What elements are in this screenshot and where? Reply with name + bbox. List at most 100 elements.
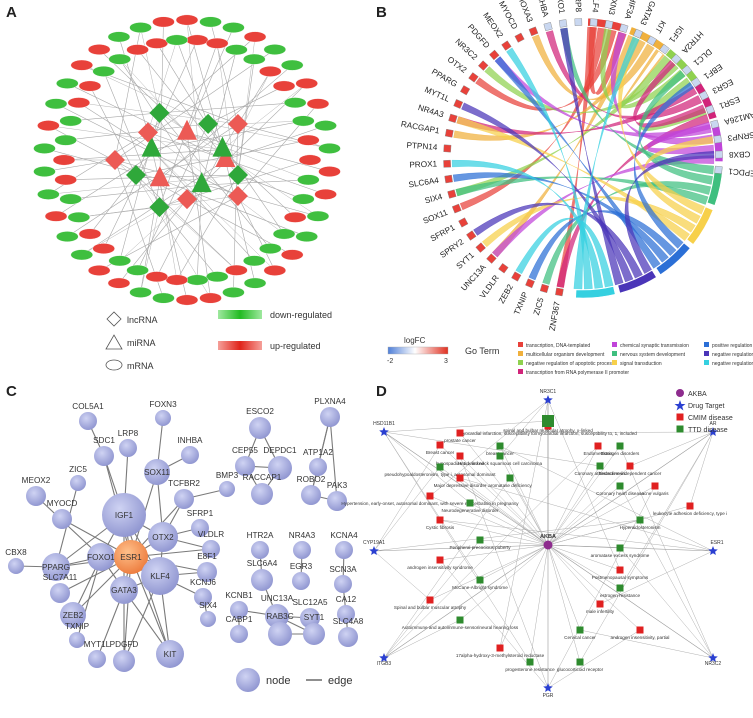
network-edge xyxy=(140,27,160,113)
ppi-node-label: NR4A3 xyxy=(289,531,316,540)
target-disease-edge xyxy=(383,619,461,659)
mrna-legend-label: mRNA xyxy=(127,361,154,371)
ttd-disease-node xyxy=(616,442,624,450)
panel-d-nodes: myocardial infarction, susceptibility to… xyxy=(341,389,727,699)
target-disease-edge xyxy=(547,629,641,689)
network-edge xyxy=(159,179,178,281)
panel-d-edges xyxy=(373,399,714,689)
ppi-node-label: KCNJ6 xyxy=(190,578,216,587)
ppi-node-syt1 xyxy=(303,623,325,645)
mrna-node xyxy=(185,34,209,46)
ppi-node-cbx8 xyxy=(8,558,24,574)
go-term-label: Go Term xyxy=(465,346,499,356)
go-term-arc xyxy=(655,242,691,276)
ppi-node-pparg xyxy=(42,553,70,581)
ppi-node-otx2 xyxy=(148,522,178,552)
lncrna-node xyxy=(227,113,248,134)
network-edge xyxy=(222,149,296,218)
mrna-node xyxy=(205,37,229,49)
mrna-node xyxy=(129,287,152,298)
ppi-node-myocd xyxy=(52,509,72,529)
gene-label: KIT xyxy=(653,19,667,35)
target-disease-edge xyxy=(547,519,641,546)
network-edge xyxy=(147,39,178,133)
ppi-node-label: KCNA4 xyxy=(330,531,358,540)
ppi-node-kcnb1 xyxy=(230,601,248,619)
network-edge xyxy=(201,179,309,186)
mrna-node xyxy=(175,294,199,306)
network-edge xyxy=(119,112,160,261)
logfc-cell xyxy=(705,104,715,115)
target-disease-edge xyxy=(547,465,601,546)
go-term-legend-label: transcription from RNA polymerase II pro… xyxy=(526,370,629,376)
up-regulated-swatch xyxy=(218,341,262,350)
mrna-node xyxy=(92,66,115,77)
gene-label: SIX4 xyxy=(424,192,444,206)
cmim-legend-label: CMIM disease xyxy=(688,415,733,422)
panel-a-letter: A xyxy=(6,4,17,21)
panel-a-mrna-ring xyxy=(33,14,341,306)
lncrna-node xyxy=(149,102,170,123)
go-term-swatch xyxy=(704,360,709,365)
mrna-node xyxy=(259,243,282,254)
target-disease-edge xyxy=(547,399,621,571)
target-disease-edge xyxy=(429,399,549,497)
disease-label: Major depressive disorder xyxy=(434,483,487,488)
network-edge xyxy=(147,132,285,235)
lncrna-node xyxy=(126,164,147,185)
disease-label: Endometriosis xyxy=(583,451,613,456)
ppi-node-label: SLC4A8 xyxy=(333,617,364,626)
logfc-cell xyxy=(448,113,458,123)
gene-label: PTPN14 xyxy=(406,141,438,152)
target-disease-edge xyxy=(439,519,549,546)
up-regulated-label: up-regulated xyxy=(270,341,321,351)
target-disease-edge xyxy=(469,502,549,546)
mrna-node xyxy=(199,292,222,304)
disease-label: glucocorticoid receptor xyxy=(557,667,604,672)
mrna-node xyxy=(185,274,209,286)
mrna-node xyxy=(297,134,320,146)
network-edge xyxy=(48,174,239,195)
ppi-node-sfrp1 xyxy=(191,519,209,537)
cmim-disease-node xyxy=(636,626,644,634)
logfc-cell xyxy=(604,20,614,29)
ppi-node-label: SDC1 xyxy=(93,436,115,445)
gene-label: FAM126A xyxy=(723,109,753,127)
disease-label: Coronary atherosclerosis xyxy=(574,471,626,476)
network-edge xyxy=(222,83,307,150)
logfc-cell xyxy=(511,271,522,282)
ttd-disease-node xyxy=(596,462,604,470)
disease-label: Spinal and bulbar muscular atrophy xyxy=(394,605,467,610)
target-disease-edge xyxy=(579,431,714,663)
target-disease-edge xyxy=(439,444,549,546)
lncrna-node xyxy=(105,150,125,170)
ppi-node-label: KLF4 xyxy=(150,572,170,581)
logfc-cell xyxy=(646,35,657,46)
network-edge xyxy=(48,125,223,150)
gene-label: NR4A3 xyxy=(417,103,445,119)
ppi-node-foxn3 xyxy=(155,410,171,426)
drug-target-edge xyxy=(547,544,714,552)
go-chord xyxy=(624,151,715,274)
target-disease-edge xyxy=(429,544,549,601)
target-disease-edge xyxy=(547,445,599,546)
mrna-node xyxy=(199,16,222,28)
mrna-node xyxy=(87,265,111,276)
mrna-node xyxy=(108,255,131,267)
ppi-node-ca12 xyxy=(337,605,355,623)
logfc-cell xyxy=(486,253,497,264)
go-chord xyxy=(515,217,614,288)
network-edge xyxy=(70,184,202,200)
ttd-disease-node xyxy=(636,516,644,524)
ppi-node-label: EGR3 xyxy=(290,562,313,571)
go-term-legend-label: negative regulation of transcription, DN… xyxy=(712,361,753,367)
ppi-node-raccap1 xyxy=(251,483,273,505)
gene-label: SYT1 xyxy=(455,250,477,271)
target-disease-edge xyxy=(459,431,714,434)
disease-label: 17alpha-hydroxy-3-methylsteroid reductas… xyxy=(456,653,545,658)
drug-target-edge xyxy=(547,544,714,659)
lncrna-node xyxy=(227,186,248,207)
mrna-node xyxy=(33,166,56,177)
disease-label: leukocyte adhesion deficiency, type i xyxy=(653,511,727,516)
mrna-node xyxy=(78,228,102,240)
